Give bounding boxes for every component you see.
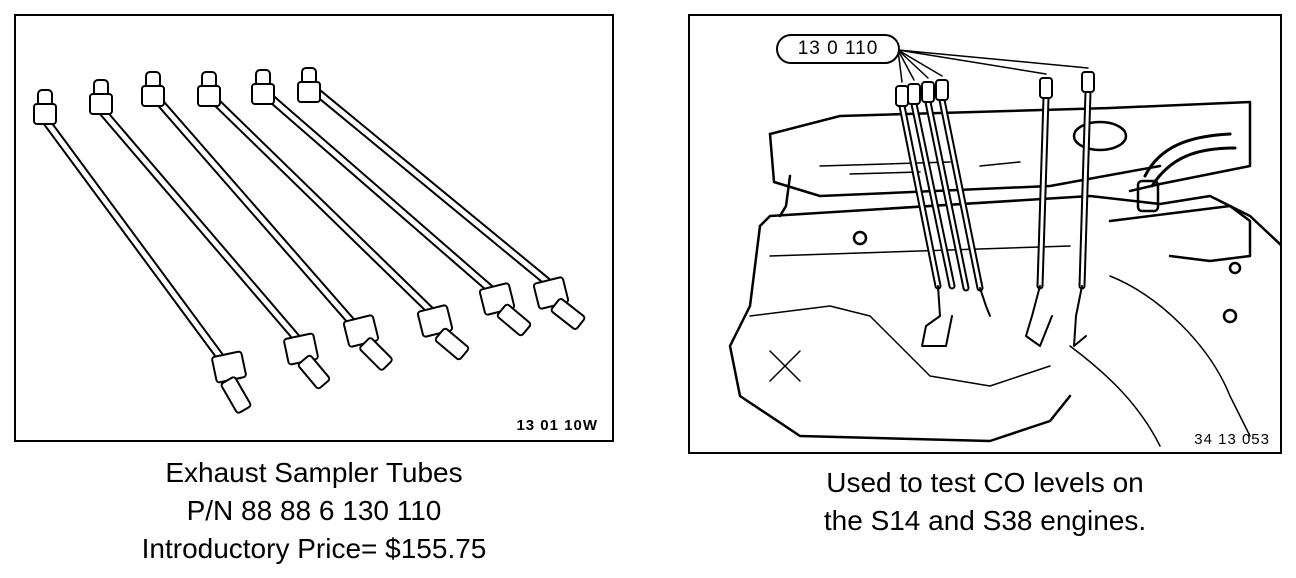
caption-line: Used to test CO levels on <box>826 467 1144 498</box>
sampler-tube <box>197 71 470 361</box>
figure-code: 13 01 10W <box>516 417 598 434</box>
sampler-tube <box>89 79 331 390</box>
sampler-tube <box>33 89 252 414</box>
engine-illustration <box>728 49 1280 447</box>
engine-figure: 13 0 110 34 13 053 <box>688 14 1282 454</box>
caption-title: Exhaust Sampler Tubes <box>165 457 463 488</box>
sampler-tube <box>141 71 393 371</box>
caption-line: the S14 and S38 engines. <box>823 505 1147 536</box>
part-callout-label: 13 0 110 <box>776 34 900 64</box>
sampler-tube <box>297 67 586 330</box>
caption-part-number: P/N 88 88 6 130 110 <box>186 495 442 526</box>
engine-caption: Used to test CO levels on the S14 and S3… <box>688 464 1282 540</box>
figure-code: 34 13 053 <box>1194 431 1270 448</box>
caption-price: Introductory Price= $155.75 <box>141 533 487 564</box>
sampler-tube <box>251 69 532 337</box>
sampler-tubes-caption: Exhaust Sampler Tubes P/N 88 88 6 130 11… <box>14 454 614 568</box>
sampler-tubes-illustration <box>33 67 586 414</box>
sampler-tubes-figure: 13 01 10W <box>14 14 614 442</box>
